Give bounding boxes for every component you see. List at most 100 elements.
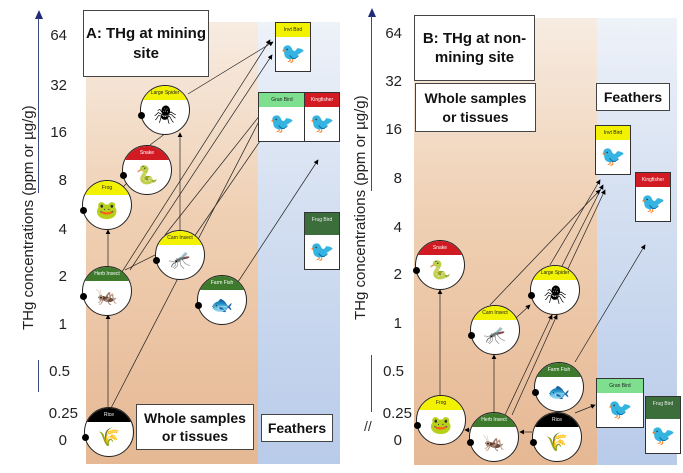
node-herb-insect: Herb Insect🦗 [469, 412, 519, 462]
node-rice: Rice 🌾 [84, 407, 134, 457]
trophic-arrow [549, 179, 601, 266]
concentration-dot [138, 112, 145, 119]
feather-invt-bird: Invt Bird🐦 [595, 125, 631, 175]
node-label: Carn Insect [156, 231, 204, 245]
tick-64: 64 [50, 27, 67, 44]
tick-4: 4 [58, 221, 67, 238]
bird-icon: 🐦 [309, 241, 335, 263]
tick-8: 8 [393, 170, 402, 187]
carn-insect-icon: 🦟 [483, 325, 507, 345]
node-carn-insect: Carn Insect🦟 [470, 305, 520, 355]
concentration-dot [467, 439, 474, 446]
node-snake: Snake 🐍 [122, 145, 172, 195]
concentration-dot [413, 267, 420, 274]
rice-icon: 🌾 [97, 427, 121, 447]
tick-2: 2 [58, 268, 67, 285]
node-label: Farm Fish [535, 363, 583, 377]
tick-32: 32 [385, 73, 402, 90]
feather-label: Gran Bird [259, 93, 305, 107]
feather-frug-bird: Frug Bird 🐦 [645, 396, 681, 454]
concentration-dot [530, 439, 537, 446]
large-spider-icon: 🕷 [543, 285, 567, 305]
concentration-dot [528, 292, 535, 299]
y-axis-b [371, 16, 372, 191]
tick-0.25: 0.25 [382, 405, 412, 422]
snake-icon: 🐍 [428, 260, 452, 280]
trophic-arrow [187, 41, 274, 95]
node-frog: Frog 🐸 [416, 395, 466, 445]
tick-8: 8 [58, 172, 67, 189]
feather-kingfisher: Kingfisher 🐦 [304, 92, 340, 142]
node-frog: Frog 🐸 [82, 180, 132, 230]
feather-gran-bird: Gran Bird🐦 [596, 378, 644, 428]
feather-kingfisher: Kingfisher 🐦 [635, 172, 671, 222]
frog-icon: 🐸 [429, 415, 453, 435]
tick-2: 2 [393, 266, 402, 283]
node-large-spider: Large Spider🕷 [140, 85, 190, 135]
tick-64: 64 [385, 25, 402, 42]
feathers-label-a: Feathers [261, 414, 333, 442]
concentration-dot [153, 257, 160, 264]
trophic-arrow [559, 184, 604, 271]
concentration-dot [80, 207, 87, 214]
bird-icon: 🐦 [650, 425, 676, 447]
tissues-label-a: Whole samples or tissues [136, 404, 254, 450]
tick-0.25: 0.25 [48, 405, 78, 422]
node-label: Rice [85, 408, 133, 422]
tissues-label-b: Whole samples or tissues [415, 83, 536, 132]
panel-b-title: B: THg at non-mining site [414, 15, 535, 81]
node-snake: Snake 🐍 [415, 240, 465, 290]
node-rice: Rice🌾 [532, 412, 582, 462]
panel-a-title: A: THg at mining site [83, 10, 209, 77]
feather-label: Kingfisher [305, 93, 339, 107]
concentration-dot [468, 332, 475, 339]
tick-16: 16 [385, 121, 402, 138]
tick-0: 0 [58, 432, 67, 449]
feather-label: Frug Bird [646, 397, 680, 419]
concentration-dot [80, 293, 87, 300]
trophic-arrow [564, 189, 606, 276]
y-axis-arrow-b [368, 8, 376, 17]
trophic-arrow [504, 314, 553, 416]
herb-insect-icon: 🦗 [95, 286, 119, 306]
node-label: Snake [123, 146, 171, 160]
tick-0.5: 0.5 [49, 363, 70, 380]
concentration-dot [532, 389, 539, 396]
feather-label: Invt Bird [276, 23, 310, 37]
trophic-arrow [164, 99, 273, 236]
node-carn-insect: Carn Insect🦟 [155, 230, 205, 280]
snake-icon: 🐍 [135, 165, 159, 185]
node-label: Herb Insect [470, 413, 518, 427]
trophic-arrow [574, 404, 596, 414]
node-label: Frog [83, 181, 131, 195]
y-axis-a [38, 18, 39, 193]
trophic-arrow [511, 314, 558, 416]
node-large-spider: Large Spider🕷 [530, 265, 580, 315]
y-axis-arrow-a [35, 10, 43, 19]
node-label: Snake [416, 241, 464, 255]
tick-16: 16 [50, 124, 67, 141]
node-label: Frog [417, 396, 465, 410]
feather-gran-bird: Gran Bird 🐦 [258, 92, 306, 142]
feather-label: Invt Bird [596, 126, 630, 140]
tick-32: 32 [50, 77, 67, 94]
frog-icon: 🐸 [95, 200, 119, 220]
node-herb-insect: Herb Insect🦗 [82, 266, 132, 316]
node-farm-fish: Farm Fish🐟 [197, 275, 247, 325]
axis-break: // [364, 418, 372, 434]
node-label: Large Spider [141, 86, 189, 100]
bird-icon: 🐦 [269, 113, 295, 135]
concentration-dot [195, 302, 202, 309]
feather-label: Frug Bird [305, 213, 339, 235]
feather-label: Kingfisher [636, 173, 670, 187]
bird-icon: 🐦 [309, 113, 335, 135]
tick-0: 0 [393, 432, 402, 449]
bird-icon: 🐦 [640, 193, 666, 215]
trophic-arrow [129, 54, 273, 271]
y-axis-a-lower [38, 360, 39, 392]
bird-icon: 🐦 [280, 43, 306, 65]
concentration-dot [414, 422, 421, 429]
feather-invt-bird: Invt Bird 🐦 [275, 22, 311, 72]
tick-1: 1 [58, 316, 67, 333]
